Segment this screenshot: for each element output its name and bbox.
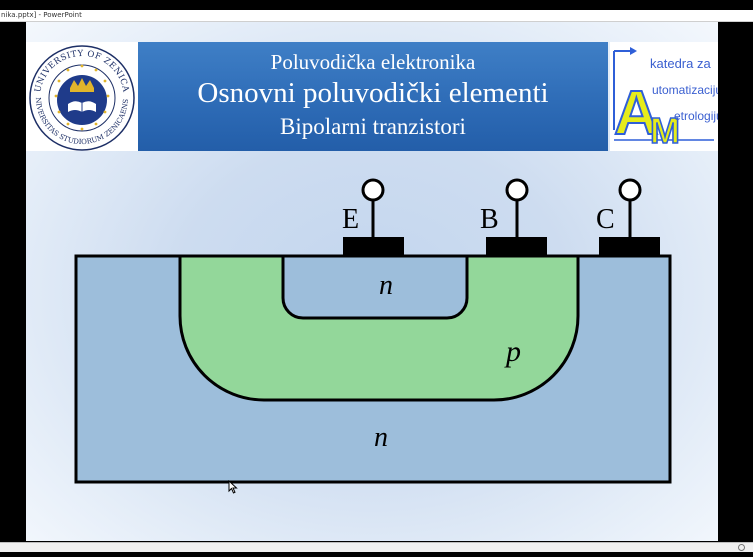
status-circle-icon[interactable] <box>738 544 745 551</box>
logo-letter-a: A <box>614 79 659 148</box>
department-logo: A M katedra za utomatizaciju i etrologij… <box>610 42 718 152</box>
emitter-terminal <box>361 178 385 202</box>
base-region-label: p <box>504 335 521 368</box>
university-seal-icon: UNIVERSITY OF ZENICA UNIVERSITAS STUDIOR… <box>26 36 135 151</box>
logo-text-line2: utomatizaciju i <box>652 83 718 97</box>
logo-letter-m: M <box>650 110 680 151</box>
base-label: B <box>480 204 499 235</box>
collector-label: C <box>596 204 615 235</box>
collector-region-label: n <box>374 422 388 453</box>
emitter-contact <box>343 237 404 256</box>
base-contact <box>486 237 547 256</box>
department-logo-icon: A M katedra za utomatizaciju i etrologij… <box>613 47 718 152</box>
slide-topic: Bipolarni tranzistori <box>280 114 466 139</box>
emitter-region-label: n <box>379 270 393 301</box>
slide-title: Osnovni poluvodički elementi <box>197 77 549 109</box>
window-title: nika.pptx] - PowerPoint <box>1 11 82 19</box>
logo-text-line1: katedra za <box>650 56 711 71</box>
logo-text-line3: etrologiju <box>674 109 718 123</box>
course-subtitle: Poluvodička elektronika <box>270 50 476 74</box>
mouse-cursor-icon <box>228 480 238 494</box>
base-terminal <box>505 178 529 202</box>
slide-header: Poluvodička elektronika Osnovni poluvodi… <box>138 42 608 151</box>
status-bar <box>0 542 753 552</box>
collector-contact <box>599 237 660 256</box>
base-region <box>178 256 580 402</box>
collector-terminal <box>618 178 642 202</box>
emitter-label: E <box>342 204 359 235</box>
window-title-bar: nika.pptx] - PowerPoint <box>0 10 753 22</box>
university-logo: UNIVERSITY OF ZENICA UNIVERSITAS STUDIOR… <box>26 36 138 151</box>
emitter-region <box>281 256 469 320</box>
slide: UNIVERSITY OF ZENICA UNIVERSITAS STUDIOR… <box>26 22 718 541</box>
bjt-cross-section-diagram: E B C n p n <box>74 178 672 484</box>
